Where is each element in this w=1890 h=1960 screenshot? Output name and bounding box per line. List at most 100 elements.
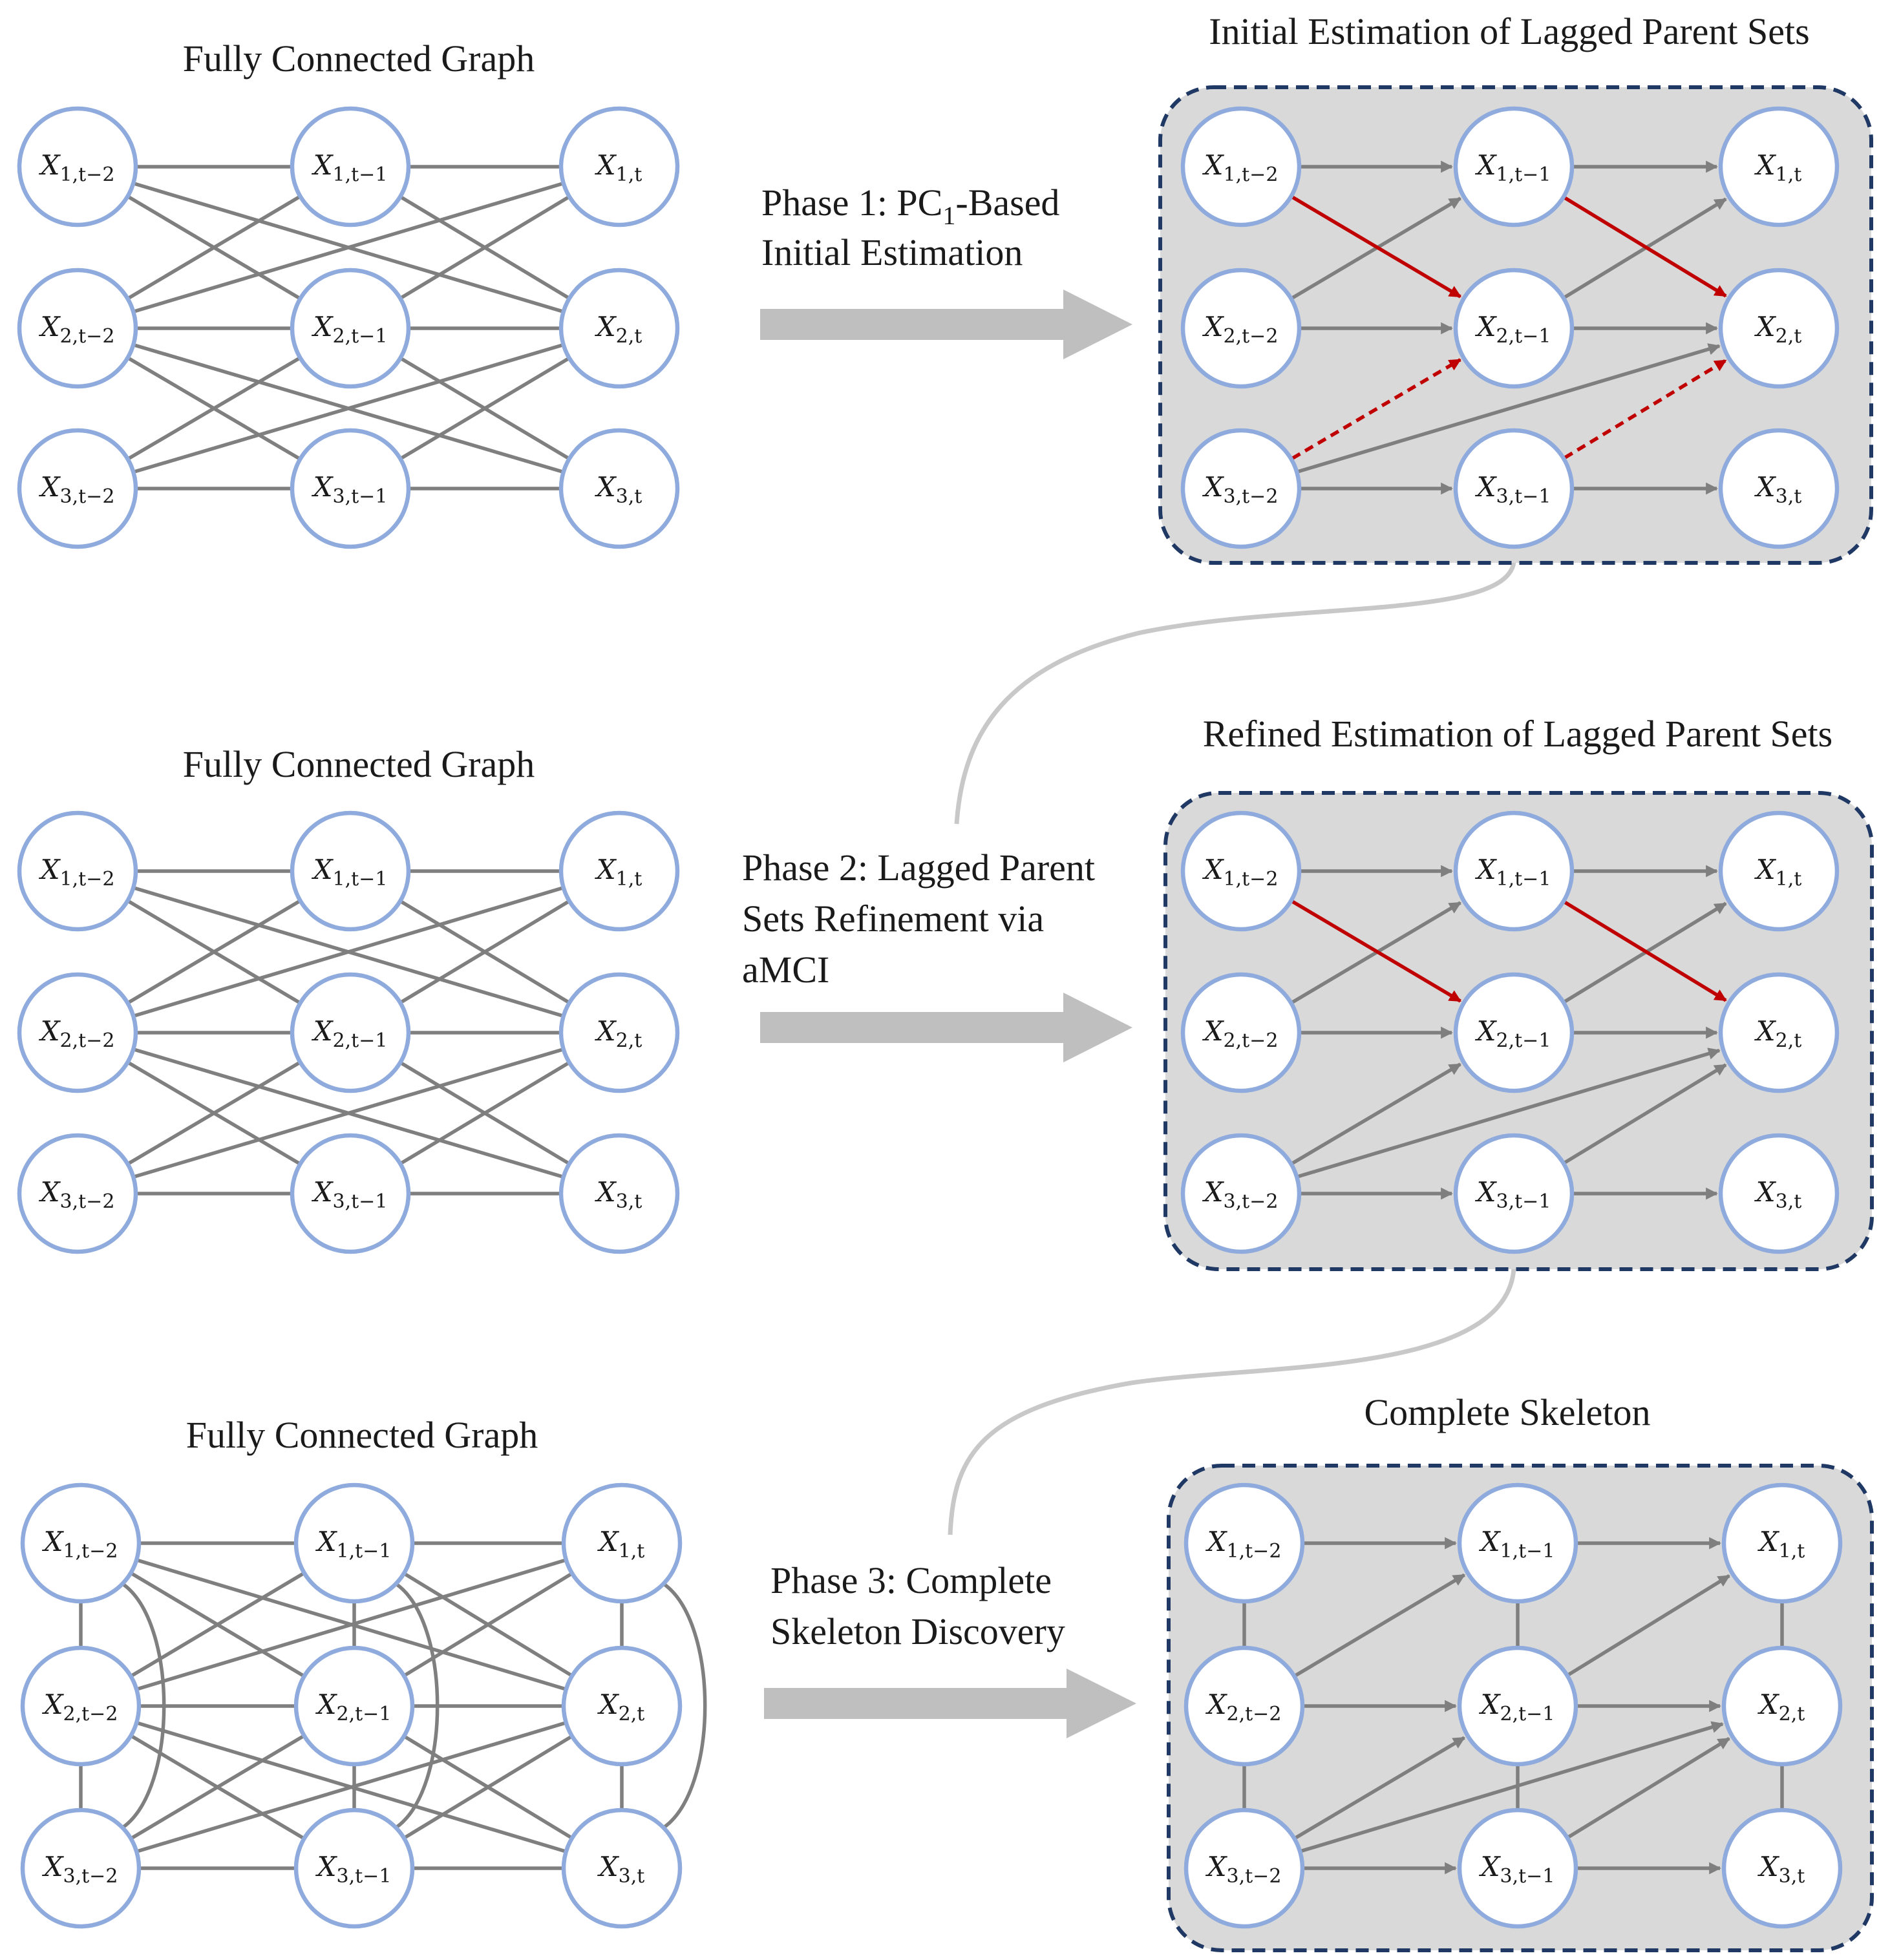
phase2-line1: Phase 2: Lagged Parent [742,847,1095,889]
node-X1_t: X1,t [558,106,680,227]
node-X1_t-1: X1,t−1 [293,1482,415,1604]
node-X2_t-1: X2,t−1 [1453,972,1575,1093]
node-subscript: 2,t−2 [63,1703,118,1725]
node-circle [1718,972,1840,1093]
phase1-line2: Initial Estimation [761,231,1023,273]
node-circle [558,268,680,389]
node-circle [1180,268,1302,389]
node-var: X [312,854,334,885]
node-subscript: 3,t−1 [1496,485,1551,508]
node-X1_t-1: X1,t−1 [290,810,411,932]
node-subscript: 3,t−1 [1500,1865,1555,1888]
title-row2-left: Fully Connected Graph [183,743,535,785]
node-label: X1,t [595,149,642,186]
node-circle [1453,972,1575,1093]
node-var: X [595,854,617,885]
node-X1_t: X1,t [558,810,680,932]
node-var: X [1757,1526,1780,1557]
node-label: X1,t [1754,149,1802,186]
node-X3_t: X3,t [558,1133,680,1254]
red-dashed-edge-X3_t-2-X2_t-1 [1291,358,1461,460]
red-dashed-edge-X3_t-1-X2_t [1564,359,1727,459]
node-label: X3,t−1 [1475,1176,1551,1213]
edge-X2_t-2-X1_t [134,886,563,1018]
node-circle [1184,1645,1305,1767]
node-var: X [1202,1176,1225,1208]
node-var: X [1202,1015,1225,1047]
node-var: X [1202,471,1225,503]
node-circle [17,428,138,549]
node-subscript: 1,t [1779,1540,1805,1563]
node-X2_t-2: X2,t−2 [17,972,138,1093]
node-var: X [1475,311,1498,342]
edges-row1-left [127,165,569,490]
edge-X2_t-2-X1_t [134,182,563,313]
edge-X3_t-2-X2_t-1 [127,1061,301,1165]
node-circle [293,1645,415,1767]
directed-edge-X3_t-2-X2_t [1301,1721,1724,1853]
node-var: X [1479,1689,1502,1720]
node-label: X3,t [595,1176,642,1213]
node-subscript: 2,t−2 [60,325,115,348]
node-subscript: 3,t−2 [60,1190,115,1213]
node-X3_t: X3,t [1718,1133,1840,1254]
node-circle [20,1482,142,1604]
node-X1_t: X1,t [561,1482,683,1604]
node-X2_t-1: X2,t−1 [1453,268,1575,389]
node-label: X1,t−1 [312,854,388,890]
node-var: X [1754,854,1777,885]
node-var: X [39,1015,61,1047]
node-label: X1,t−1 [1479,1526,1555,1563]
node-subscript: 1,t−2 [1227,1540,1282,1563]
node-var: X [1205,1689,1228,1720]
node-X3_t: X3,t [1718,428,1840,549]
phase3-line1: Phase 3: Complete [770,1559,1052,1601]
edge-X3_t-2-X2_t-1 [127,357,301,460]
edge-X3_t-2-X2_t [134,1048,563,1179]
node-X1_t-1: X1,t−1 [1453,810,1575,932]
node-subscript: 1,t−2 [1224,163,1279,186]
node-circle [1457,1482,1578,1604]
node-subscript: 2,t−1 [333,325,388,348]
node-label: X2,t [595,311,642,348]
directed-edge-X2_t-1-X1_t [1567,1574,1730,1677]
node-label: X2,t−1 [1475,1015,1551,1052]
edge-X2_t-1-X1_t [400,196,569,299]
edge-X3_t-1-X2_t [404,1735,572,1839]
node-circle [558,810,680,932]
node-label: X2,t [1754,311,1802,348]
node-var: X [1754,149,1777,181]
node-var: X [42,1689,65,1720]
node-label: X1,t−1 [1475,149,1551,186]
node-subscript: 1,t [619,1540,645,1563]
phase2-line3: aMCI [742,949,829,991]
edge-X2_t-2-X1_t-1 [127,195,301,300]
node-circle [558,1133,680,1254]
node-circle [1453,810,1575,932]
node-var: X [1479,1526,1502,1557]
node-label: X2,t−2 [39,311,115,348]
node-circle [561,1807,683,1929]
node-circle [290,972,411,1093]
node-X3_t-1: X3,t−1 [293,1807,415,1929]
node-subscript: 3,t−2 [1224,485,1279,508]
node-label: X3,t−1 [315,1851,392,1888]
node-circle [558,972,680,1093]
title-row1-left: Fully Connected Graph [183,37,535,79]
node-X1_t: X1,t [1718,106,1840,227]
node-label: X3,t−1 [1475,471,1551,508]
node-subscript: 1,t−1 [1496,868,1551,890]
node-var: X [312,149,334,181]
node-circle [1453,1133,1575,1254]
node-subscript: 2,t [1779,1703,1805,1725]
node-subscript: 2,t [1776,325,1802,348]
curved-edge-X1_t-1-X3_t-1 [395,1582,440,1829]
edges-row2-right [1291,865,1727,1200]
